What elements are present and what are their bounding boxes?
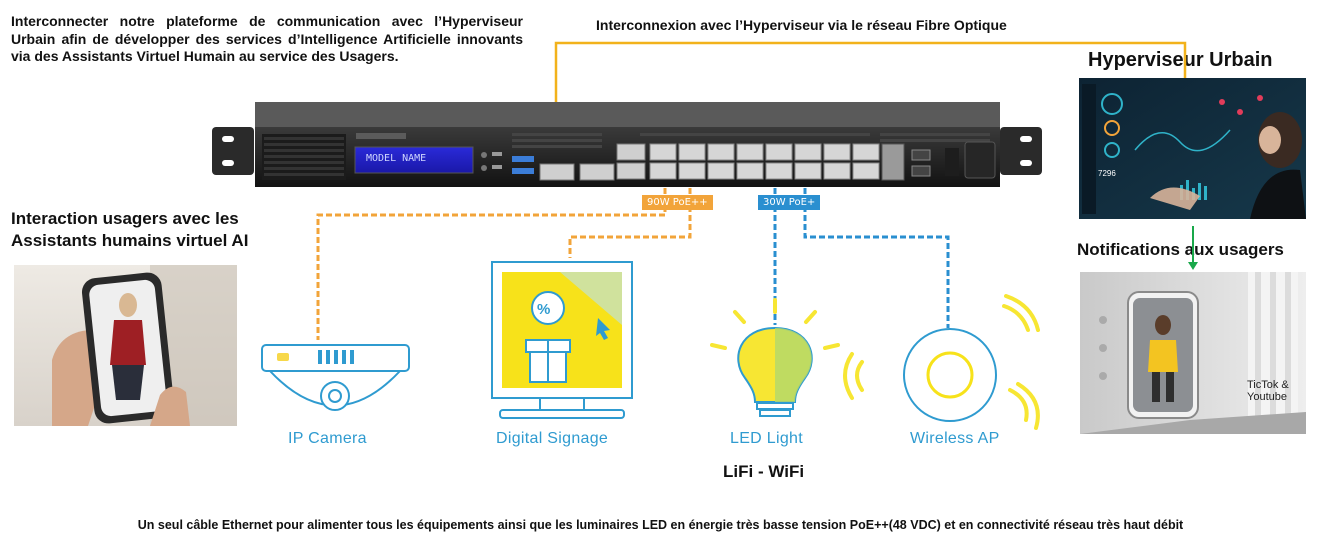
hypervisor-title: Hyperviseur Urbain bbox=[1088, 49, 1273, 71]
lifi-wifi-label: LiFi - WiFi bbox=[723, 462, 805, 481]
hypervisor-image: 7296 bbox=[1079, 78, 1306, 219]
ip-camera-icon bbox=[261, 344, 410, 411]
footer-text: Un seul câble Ethernet pour alimenter to… bbox=[137, 518, 1184, 532]
svg-text:%: % bbox=[537, 301, 550, 318]
hypervisor-screen-value: 7296 bbox=[1098, 169, 1116, 178]
fiber-link-line bbox=[554, 41, 1187, 132]
virtual-assistant-image bbox=[14, 265, 237, 426]
led-light-icon bbox=[710, 298, 840, 417]
notifications-caption: TicTok & Youtube bbox=[1247, 379, 1289, 403]
interaction-title-line2: Assistants humains virtuel AI bbox=[11, 231, 249, 250]
intro-text: Interconnecter notre plateforme de commu… bbox=[11, 13, 523, 64]
wireless-ap-label: Wireless AP bbox=[910, 430, 1000, 447]
notifications-title: Notifications aux usagers bbox=[1077, 240, 1284, 259]
digital-signage-label: Digital Signage bbox=[496, 430, 609, 447]
led-light-label: LED Light bbox=[730, 430, 803, 447]
interaction-title: Interaction usagers avec les Assistants … bbox=[11, 208, 248, 252]
poe-plus-badge: 30W PoE+ bbox=[758, 195, 821, 210]
poe-switch: MODEL NAME bbox=[212, 102, 1042, 187]
fiber-link-label: Interconnexion avec l’Hyperviseur via le… bbox=[596, 17, 1007, 33]
notifications-image bbox=[1080, 272, 1306, 434]
notification-arrow bbox=[1188, 226, 1198, 270]
switch-lcd-text: MODEL NAME bbox=[366, 153, 426, 164]
poe-plus-cables bbox=[773, 188, 950, 328]
ip-camera-label: IP Camera bbox=[288, 430, 367, 447]
digital-signage-icon: % bbox=[491, 261, 633, 419]
poe-plus-plus-badge: 90W PoE++ bbox=[642, 195, 713, 210]
interaction-title-line1: Interaction usagers avec les bbox=[11, 209, 239, 228]
wireless-ap-icon bbox=[843, 294, 1040, 430]
